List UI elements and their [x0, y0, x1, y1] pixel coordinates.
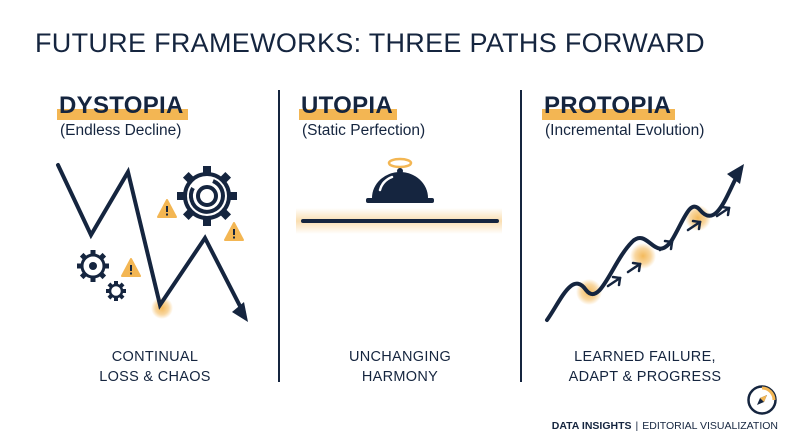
- arrow-icon: [658, 239, 674, 252]
- dystopia-caption-line-1: CONTINUAL: [111, 349, 199, 365]
- utopia-caption-line-1: UNCHANGING: [348, 349, 452, 365]
- dystopia-caption-line-2: LOSS & CHAOS: [99, 369, 211, 385]
- dystopia-heading: DYSTOPIA: [57, 92, 188, 120]
- decline-arrowhead-icon: [232, 302, 248, 322]
- rising-arrowhead-icon: [727, 164, 744, 184]
- utopia-subtitle: (Static Perfection): [302, 122, 426, 139]
- halo-icon: [387, 157, 413, 169]
- warning-icon: [121, 258, 141, 277]
- gear-icon: [77, 250, 109, 282]
- footer-brand: DATA INSIGHTS: [551, 420, 632, 432]
- protopia-illustration: [545, 164, 744, 322]
- page-title: FUTURE FRAMEWORKS: THREE PATHS FORWARD: [35, 28, 705, 58]
- utopia-heading: UTOPIA: [299, 92, 398, 120]
- dystopia-low-point-glow: [151, 297, 173, 319]
- rising-wave-line: [545, 178, 737, 322]
- protopia-caption-line-1: LEARNED FAILURE,: [574, 349, 716, 365]
- zigzag-decline-line: [56, 163, 244, 312]
- footer-separator: |: [635, 420, 639, 432]
- protopia-heading: PROTOPIA: [542, 92, 676, 120]
- footer: DATA INSIGHTS|EDITORIAL VISUALIZATION: [552, 420, 778, 432]
- compass-icon: [747, 385, 777, 415]
- column-divider-right: [520, 90, 522, 382]
- dystopia-illustration: [56, 163, 248, 322]
- arrow-icon: [606, 275, 622, 288]
- footer-tagline: EDITORIAL VISUALIZATION: [642, 420, 778, 432]
- warning-icon: [224, 222, 244, 241]
- dystopia-subtitle: (Endless Decline): [60, 122, 182, 139]
- dystopia-caption: CONTINUAL LOSS & CHAOS: [60, 347, 250, 387]
- halo-dome-icon: [366, 157, 434, 203]
- gear-icon: [106, 281, 126, 301]
- utopia-caption: UNCHANGING HARMONY: [305, 347, 495, 387]
- warning-icon: [157, 199, 177, 218]
- gear-icon: [177, 166, 237, 226]
- utopia-illustration: [296, 157, 502, 234]
- protopia-subtitle: (Incremental Evolution): [545, 122, 705, 139]
- protopia-low-glow-3: [685, 205, 711, 231]
- arrow-icon: [686, 219, 702, 232]
- protopia-caption-line-2: ADAPT & PROGRESS: [568, 369, 722, 385]
- column-divider-left: [278, 90, 280, 382]
- protopia-caption: LEARNED FAILURE, ADAPT & PROGRESS: [550, 347, 740, 387]
- utopia-caption-line-2: HARMONY: [361, 369, 439, 385]
- arrow-icon: [626, 261, 642, 274]
- arrow-icon: [715, 205, 731, 218]
